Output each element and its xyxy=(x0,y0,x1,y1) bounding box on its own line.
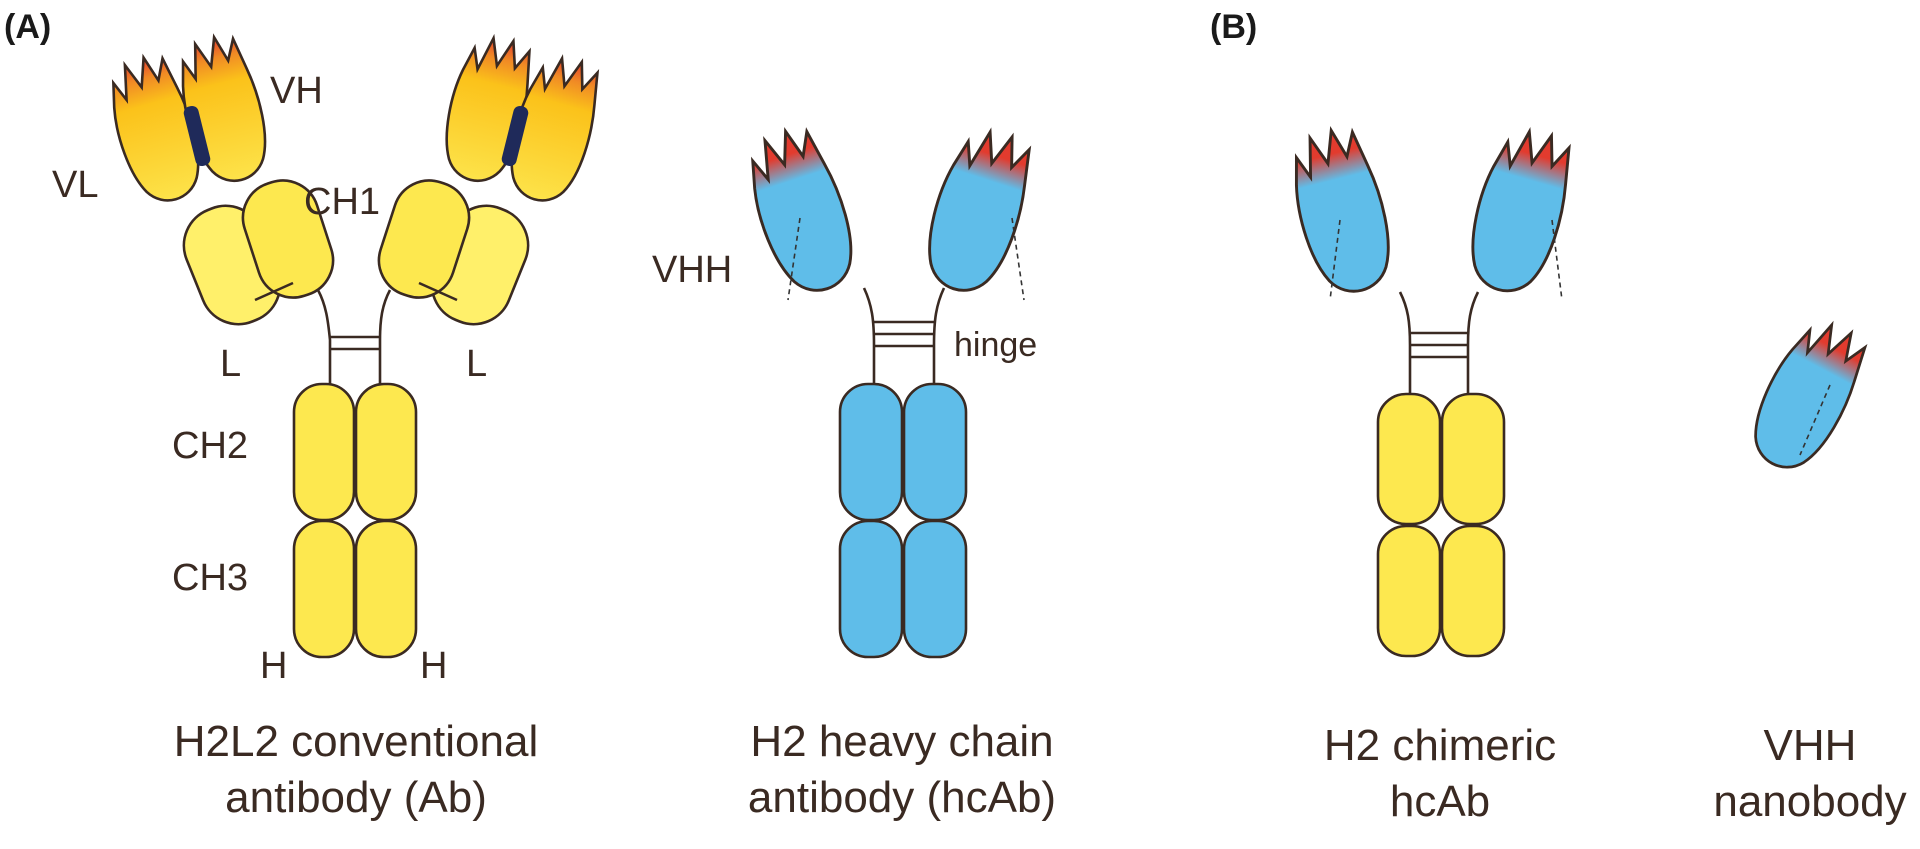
label-ch3: CH3 xyxy=(172,557,248,599)
label-hinge: hinge xyxy=(954,326,1037,364)
label-ch1: CH1 xyxy=(304,181,380,223)
ch2-left-domain xyxy=(292,382,356,522)
caption-conventional-line1: H2L2 conventional xyxy=(174,717,538,766)
chimeric-ch2-right xyxy=(1440,392,1506,526)
caption-hcab-line2: antibody (hcAb) xyxy=(748,773,1056,822)
conventional-antibody xyxy=(98,28,610,659)
chimeric-hcab xyxy=(1280,120,1584,658)
ch3-left-domain xyxy=(292,519,356,659)
hcab-ch2-left xyxy=(838,382,904,522)
label-ch2: CH2 xyxy=(172,425,248,467)
caption-hcab-line1: H2 heavy chain xyxy=(750,717,1053,766)
ch3-right-domain xyxy=(354,519,418,659)
panel-b-label: (B) xyxy=(1210,8,1257,46)
label-h-right: H xyxy=(420,645,447,687)
caption-chimeric-line2: hcAb xyxy=(1390,777,1490,826)
ch1-left-domain xyxy=(241,179,335,299)
vhh-nanobody xyxy=(1736,309,1879,483)
caption-nanobody-line1: VHH xyxy=(1764,721,1857,770)
chimeric-ch2-left xyxy=(1376,392,1442,526)
label-vh: VH xyxy=(270,70,323,112)
hinge-conventional xyxy=(316,289,392,384)
label-l-right: L xyxy=(466,343,487,385)
hcab-ch2-right xyxy=(902,382,968,522)
vhh-right-domain xyxy=(912,119,1044,303)
caption-nanobody-line2: nanobody xyxy=(1713,777,1906,826)
caption-chimeric-line1: H2 chimeric xyxy=(1324,721,1556,770)
vhh-right-inner-outline xyxy=(1011,217,1025,301)
vhh-left-domain xyxy=(735,120,867,304)
chimeric-ch3-left xyxy=(1376,524,1442,658)
heavy-chain-antibody xyxy=(735,119,1044,659)
hcab-ch3-left xyxy=(838,519,904,659)
chimeric-vhh-right xyxy=(1456,120,1584,303)
caption-conventional-line2: antibody (Ab) xyxy=(225,773,487,822)
label-l-left: L xyxy=(220,343,241,385)
vhh-left-inner-outline xyxy=(787,217,801,301)
ch2-right-domain xyxy=(354,382,418,522)
panel-a-label: (A) xyxy=(4,8,51,46)
label-h-left: H xyxy=(260,645,287,687)
ch1-right-domain xyxy=(377,179,471,299)
hcab-ch3-right xyxy=(902,519,968,659)
chimeric-vhh-left xyxy=(1280,121,1403,302)
interface-right xyxy=(501,105,529,167)
nanobody-domain xyxy=(1736,309,1879,483)
interface-left xyxy=(183,105,211,167)
label-vhh: VHH xyxy=(652,249,732,291)
label-vl: VL xyxy=(52,164,98,206)
chimeric-ch3-right xyxy=(1440,524,1506,658)
